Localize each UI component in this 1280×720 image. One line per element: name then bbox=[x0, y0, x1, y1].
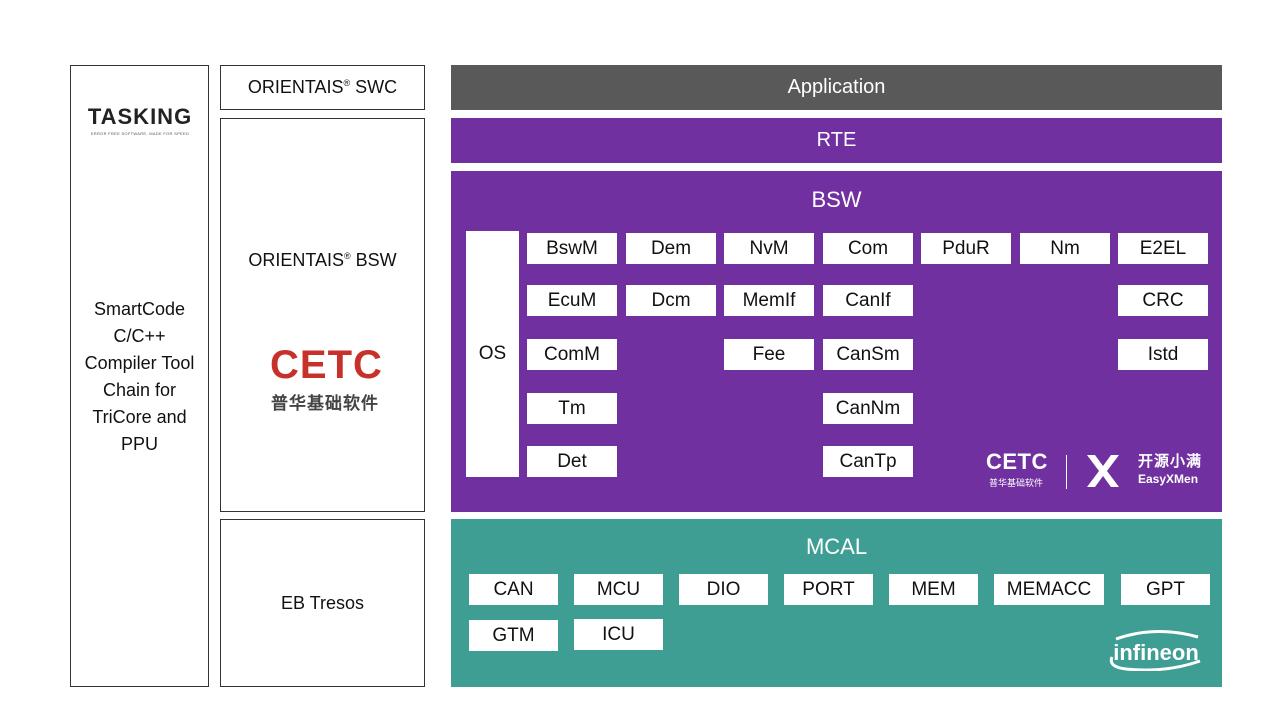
toolchain-line: Compiler Tool bbox=[84, 353, 195, 373]
toolchain-line: Chain for bbox=[102, 380, 177, 400]
orientais-bsw-label: ORIENTAIS® BSW bbox=[248, 250, 397, 270]
bsw-module-com: Com bbox=[823, 233, 913, 264]
bsw-module-cannm: CanNm bbox=[823, 393, 913, 424]
eb-tresos-label: EB Tresos bbox=[280, 592, 365, 613]
rte-label: RTE bbox=[816, 129, 857, 151]
bsw-module-nvm: NvM bbox=[724, 233, 814, 264]
bsw-module-cantp: CanTp bbox=[823, 446, 913, 477]
mcal-module-mem: MEM bbox=[889, 574, 978, 605]
tasking-logo-word: TASKING bbox=[87, 104, 193, 129]
tasking-logo: TASKING ERROR FREE SOFTWARE, MADE FOR SP… bbox=[79, 104, 201, 137]
mcal-layer: MCAL CAN MCU DIO PORT MEM MEMACC GPT GTM… bbox=[451, 519, 1222, 687]
eb-tresos-box: EB Tresos bbox=[220, 519, 425, 687]
bsw-module-dem: Dem bbox=[626, 233, 716, 264]
application-label: Application bbox=[787, 76, 886, 98]
orientais-swc-label: ORIENTAIS® SWC bbox=[247, 77, 398, 97]
bsw-module-crc: CRC bbox=[1118, 285, 1208, 316]
infineon-logo-text: infineon bbox=[1113, 640, 1199, 665]
application-layer: Application bbox=[451, 65, 1222, 110]
bsw-module-dcm: Dcm bbox=[626, 285, 716, 316]
cetc-logo: CETC 普华基础软件 bbox=[270, 343, 383, 414]
mcal-module-can: CAN bbox=[469, 574, 558, 605]
cetc-small-word: CETC bbox=[986, 449, 1048, 474]
bsw-module-bswm: BswM bbox=[527, 233, 617, 264]
logo-divider bbox=[1066, 455, 1067, 489]
cetc-logo-cn: 普华基础软件 bbox=[271, 394, 379, 413]
infineon-logo: infineon bbox=[1109, 630, 1201, 671]
easyxmen-cn: 开源小满 bbox=[1138, 453, 1203, 470]
os-module: OS bbox=[466, 231, 519, 477]
mcal-module-gtm: GTM bbox=[469, 620, 558, 651]
toolchain-line: C/C++ bbox=[113, 326, 166, 346]
orientais-swc-box: ORIENTAIS® SWC bbox=[220, 65, 425, 110]
bsw-module-ecum: EcuM bbox=[527, 285, 617, 316]
bsw-module-nm: Nm bbox=[1020, 233, 1110, 264]
bsw-module-det: Det bbox=[527, 446, 617, 477]
toolchain-line: PPU bbox=[120, 434, 158, 454]
bsw-partner-logos: CETC 普华基础软件 开源小满 EasyXMen bbox=[986, 451, 1206, 493]
mcal-module-dio: DIO bbox=[679, 574, 768, 605]
cetc-small-cn: 普华基础软件 bbox=[988, 478, 1043, 488]
mcal-module-icu: ICU bbox=[574, 619, 663, 650]
mcal-module-memacc: MEMACC bbox=[994, 574, 1104, 605]
toolchain-line: SmartCode bbox=[93, 299, 186, 319]
toolchain-description: SmartCode C/C++ Compiler Tool Chain for … bbox=[71, 296, 208, 458]
orientais-bsw-box: ORIENTAIS® BSW CETC 普华基础软件 bbox=[220, 118, 425, 512]
toolchain-line: TriCore and bbox=[92, 407, 187, 427]
bsw-module-cansm: CanSm bbox=[823, 339, 913, 370]
bsw-module-pdur: PduR bbox=[921, 233, 1011, 264]
tasking-logo-tagline: ERROR FREE SOFTWARE, MADE FOR SPEED bbox=[90, 131, 190, 136]
bsw-module-comm: ComM bbox=[527, 339, 617, 370]
mcal-module-mcu: MCU bbox=[574, 574, 663, 605]
mcal-module-port: PORT bbox=[784, 574, 873, 605]
mcal-module-gpt: GPT bbox=[1121, 574, 1210, 605]
easyxmen-mark-icon bbox=[1087, 455, 1119, 487]
bsw-module-istd: Istd bbox=[1118, 339, 1208, 370]
cetc-small-logo: CETC 普华基础软件 bbox=[986, 449, 1048, 489]
rte-layer: RTE bbox=[451, 118, 1222, 163]
bsw-module-tm: Tm bbox=[527, 393, 617, 424]
bsw-title: BSW bbox=[811, 187, 862, 212]
bsw-module-fee: Fee bbox=[724, 339, 814, 370]
cetc-logo-word: CETC bbox=[270, 343, 383, 387]
easyxmen-en: EasyXMen bbox=[1138, 472, 1199, 486]
easyxmen-logo-text: 开源小满 EasyXMen bbox=[1138, 453, 1202, 487]
tasking-toolchain-panel: TASKING ERROR FREE SOFTWARE, MADE FOR SP… bbox=[70, 65, 209, 687]
bsw-module-e2el: E2EL bbox=[1118, 233, 1208, 264]
mcal-title: MCAL bbox=[805, 534, 868, 559]
bsw-module-memif: MemIf bbox=[724, 285, 814, 316]
bsw-layer: BSW OS BswM Dem NvM Com PduR Nm E2EL Ecu… bbox=[451, 171, 1222, 512]
bsw-module-canif: CanIf bbox=[823, 285, 913, 316]
